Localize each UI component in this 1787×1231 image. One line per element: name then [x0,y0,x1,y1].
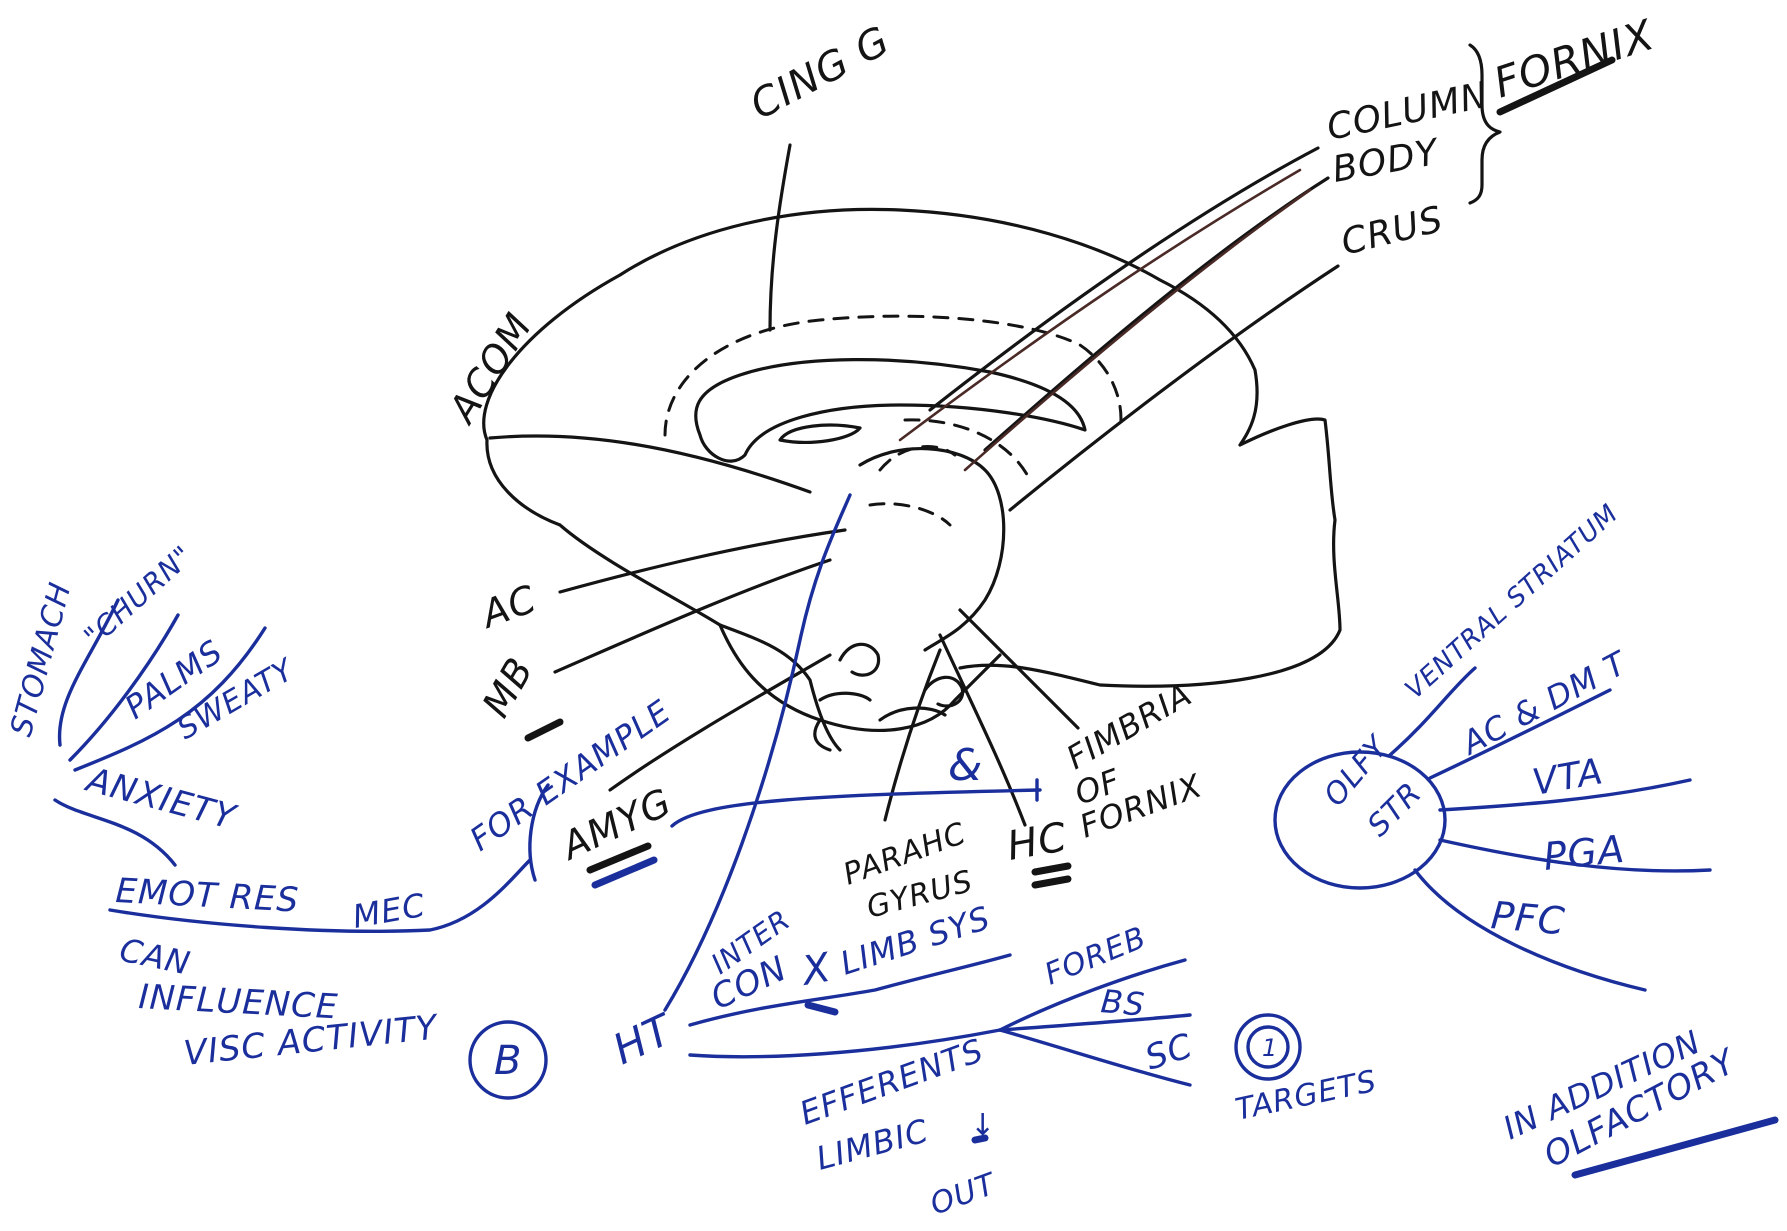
label-foreb: FOREB [1040,920,1152,992]
hc-underline-2 [1035,879,1068,885]
inter-con-mark [808,1005,835,1012]
black-labels: CING G COLUMN BODY CRUS FORNIX ACOM AC M… [439,10,1660,926]
label-mb: MB [474,650,543,725]
amyg-hc-bridge [672,790,1040,826]
label-mec: MEC [350,886,429,936]
label-hc: HC [1004,814,1071,870]
label-cing-g: CING G [743,18,897,129]
cingulate-dashed-outer [665,316,1121,435]
label-b: B [494,1038,522,1084]
label-pga: PGA [1541,827,1627,879]
label-fornix: FORNIX [1488,10,1660,108]
label-x: X [797,945,836,996]
body-leader-brown [965,190,1310,470]
mb-leader [555,560,830,672]
amyg-curl [925,677,963,706]
fimbria-leader [960,610,1078,728]
label-anxiety: ANXIETY [81,760,241,839]
label-acom: ACOM [439,305,541,432]
label-emot-res: EMOT RES [115,871,301,921]
label-amp: & [948,740,983,791]
label-fimbria: FIMBRIA [1060,675,1198,777]
body-leader [985,178,1328,450]
label-one: 1 [1262,1034,1278,1062]
brain-outline [484,209,1340,750]
cingulate-dashed-inner [870,420,1030,525]
label-can: CAN [116,931,194,983]
mb-underline [528,722,560,738]
label-targets: TARGETS [1232,1064,1380,1128]
cing-g-leader [770,145,790,330]
fornix-arc [860,449,1004,650]
corpus-callosum-outline [696,360,1085,461]
label-out: OUT [926,1166,1002,1222]
label-bs: BS [1099,982,1146,1024]
ac-leader [560,530,845,592]
small-inner-loop [780,425,860,442]
label-ht: HT [606,1004,683,1074]
acom-leader [490,436,810,492]
label-ac-dm-t: AC & DM T [1454,643,1634,763]
label-str: STR [1361,776,1429,844]
label-crus: CRUS [1337,199,1447,264]
label-ac: AC [473,576,542,637]
label-pfc: PFC [1489,893,1567,943]
column-leader-brown [900,170,1300,440]
hc-underline-1 [1035,866,1068,872]
label-sc: SC [1140,1026,1197,1079]
hippocampus-curl [840,644,879,675]
label-arrow-down: ↓ [970,1108,996,1143]
label-stomach: STOMACH [4,578,79,740]
label-churn: "CHURN" [78,539,200,653]
lower-hook [820,693,945,720]
